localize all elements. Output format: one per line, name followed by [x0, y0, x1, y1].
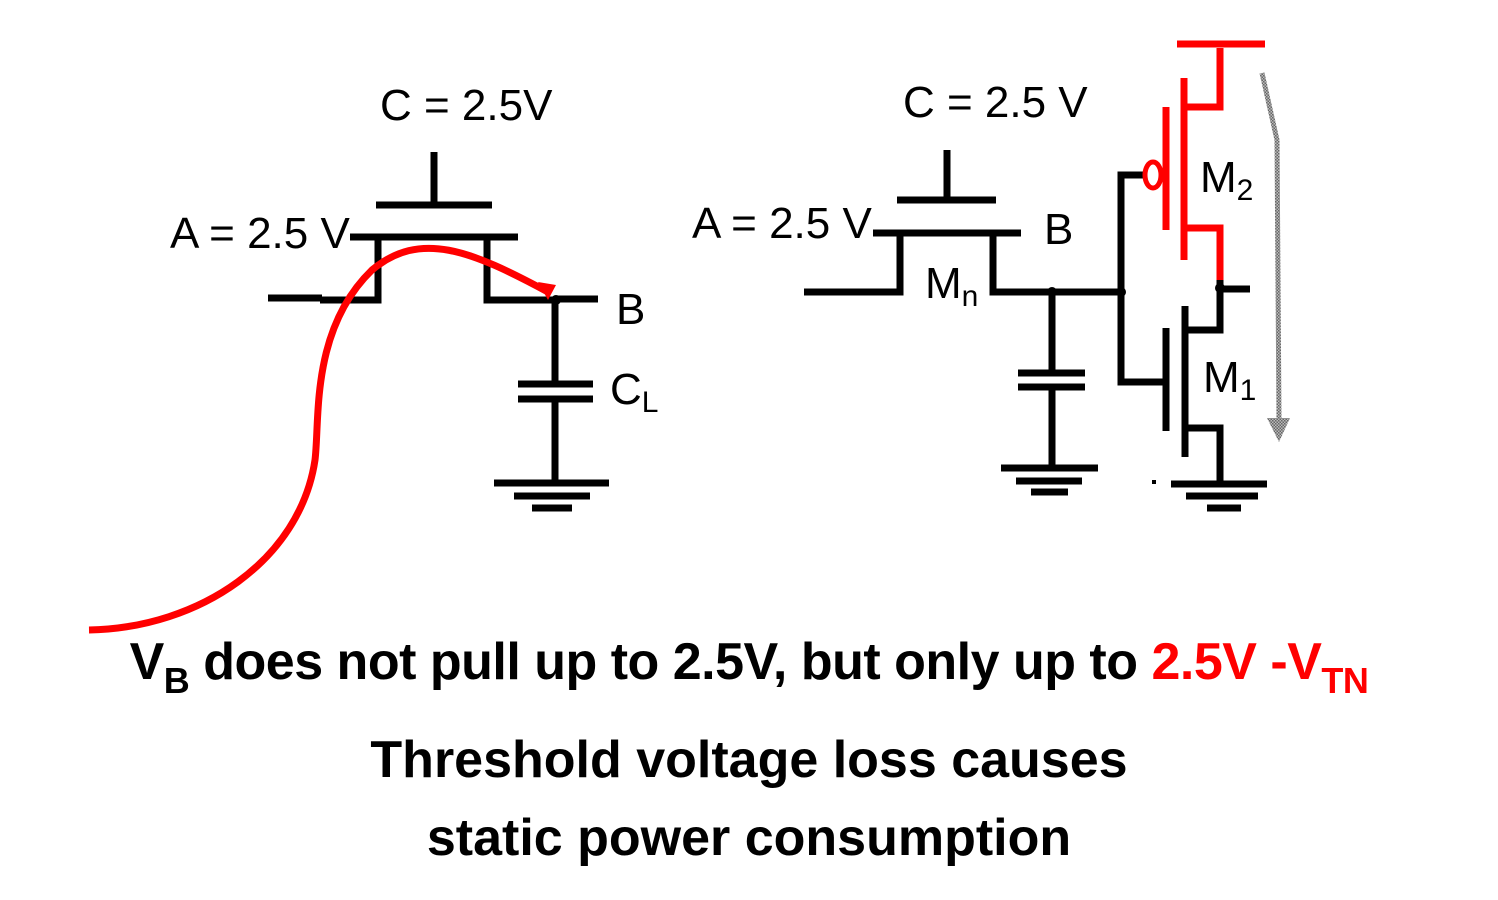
left-drain-terminal: [483, 237, 556, 304]
mn-label: Mn: [925, 259, 978, 313]
nmos-source: [1187, 424, 1224, 484]
mn-pass-transistor: [804, 150, 1121, 296]
right-source-label: A = 2.5 V: [692, 199, 872, 248]
vtn-expression: 2.5V -VTN: [1151, 633, 1368, 701]
right-circuit: C = 2.5 V A = 2.5 V B Mn: [692, 40, 1290, 512]
right-load-capacitor: [1018, 292, 1085, 468]
right-cap-ground-icon: [1001, 464, 1098, 496]
right-node-b-label: B: [1044, 205, 1073, 254]
pmos-gate-wire: [1117, 171, 1145, 292]
output-junction: [1215, 283, 1225, 293]
pmos-drain: [1185, 224, 1224, 281]
vb-subscript: B: [163, 660, 190, 701]
left-load-capacitor: [518, 300, 593, 483]
pmos-m2: [1142, 40, 1265, 281]
mn-source-terminal: [804, 233, 904, 296]
caption-line-2: Threshold voltage loss causes: [370, 731, 1128, 789]
left-gate-label: C = 2.5V: [380, 81, 553, 130]
static-current-arrowhead: [1267, 418, 1290, 442]
left-source-label: A = 2.5 V: [170, 209, 350, 258]
charging-path-arrow: [88, 244, 550, 634]
pmos-inversion-bubble: [1142, 159, 1164, 191]
cap-label: CL: [610, 365, 658, 419]
nmos-drain: [1187, 305, 1224, 334]
caption-line-3: static power consumption: [426, 809, 1072, 867]
caption-line-1-text: does not pull up to 2.5V, but only up to: [189, 633, 1152, 691]
left-source-terminal: [320, 237, 382, 304]
pmos-source: [1185, 48, 1224, 111]
nmos-ground-icon: [1152, 480, 1267, 512]
m1-label: M1: [1203, 353, 1256, 407]
nmos-gate-wire: [1117, 292, 1168, 386]
m2-label: M2: [1200, 153, 1253, 207]
left-node-b-label: B: [616, 285, 645, 334]
mn-drain-terminal: [989, 233, 1121, 296]
left-pass-transistor: [268, 152, 556, 304]
left-circuit: C = 2.5V A = 2.5 V B CL: [88, 81, 658, 634]
vb-symbol: V: [129, 633, 165, 691]
right-gate-label: C = 2.5 V: [903, 78, 1088, 127]
vtn-main: 2.5V -V: [1151, 633, 1322, 691]
left-ground-icon: [494, 479, 609, 512]
caption-line-1: VB does not pull up to 2.5V, but only up…: [0, 632, 1498, 701]
static-current-arrow: [1259, 72, 1282, 421]
nmos-m1: [1162, 305, 1224, 484]
charging-path-arrowhead: [538, 282, 556, 300]
vtn-subscript: TN: [1321, 660, 1369, 701]
